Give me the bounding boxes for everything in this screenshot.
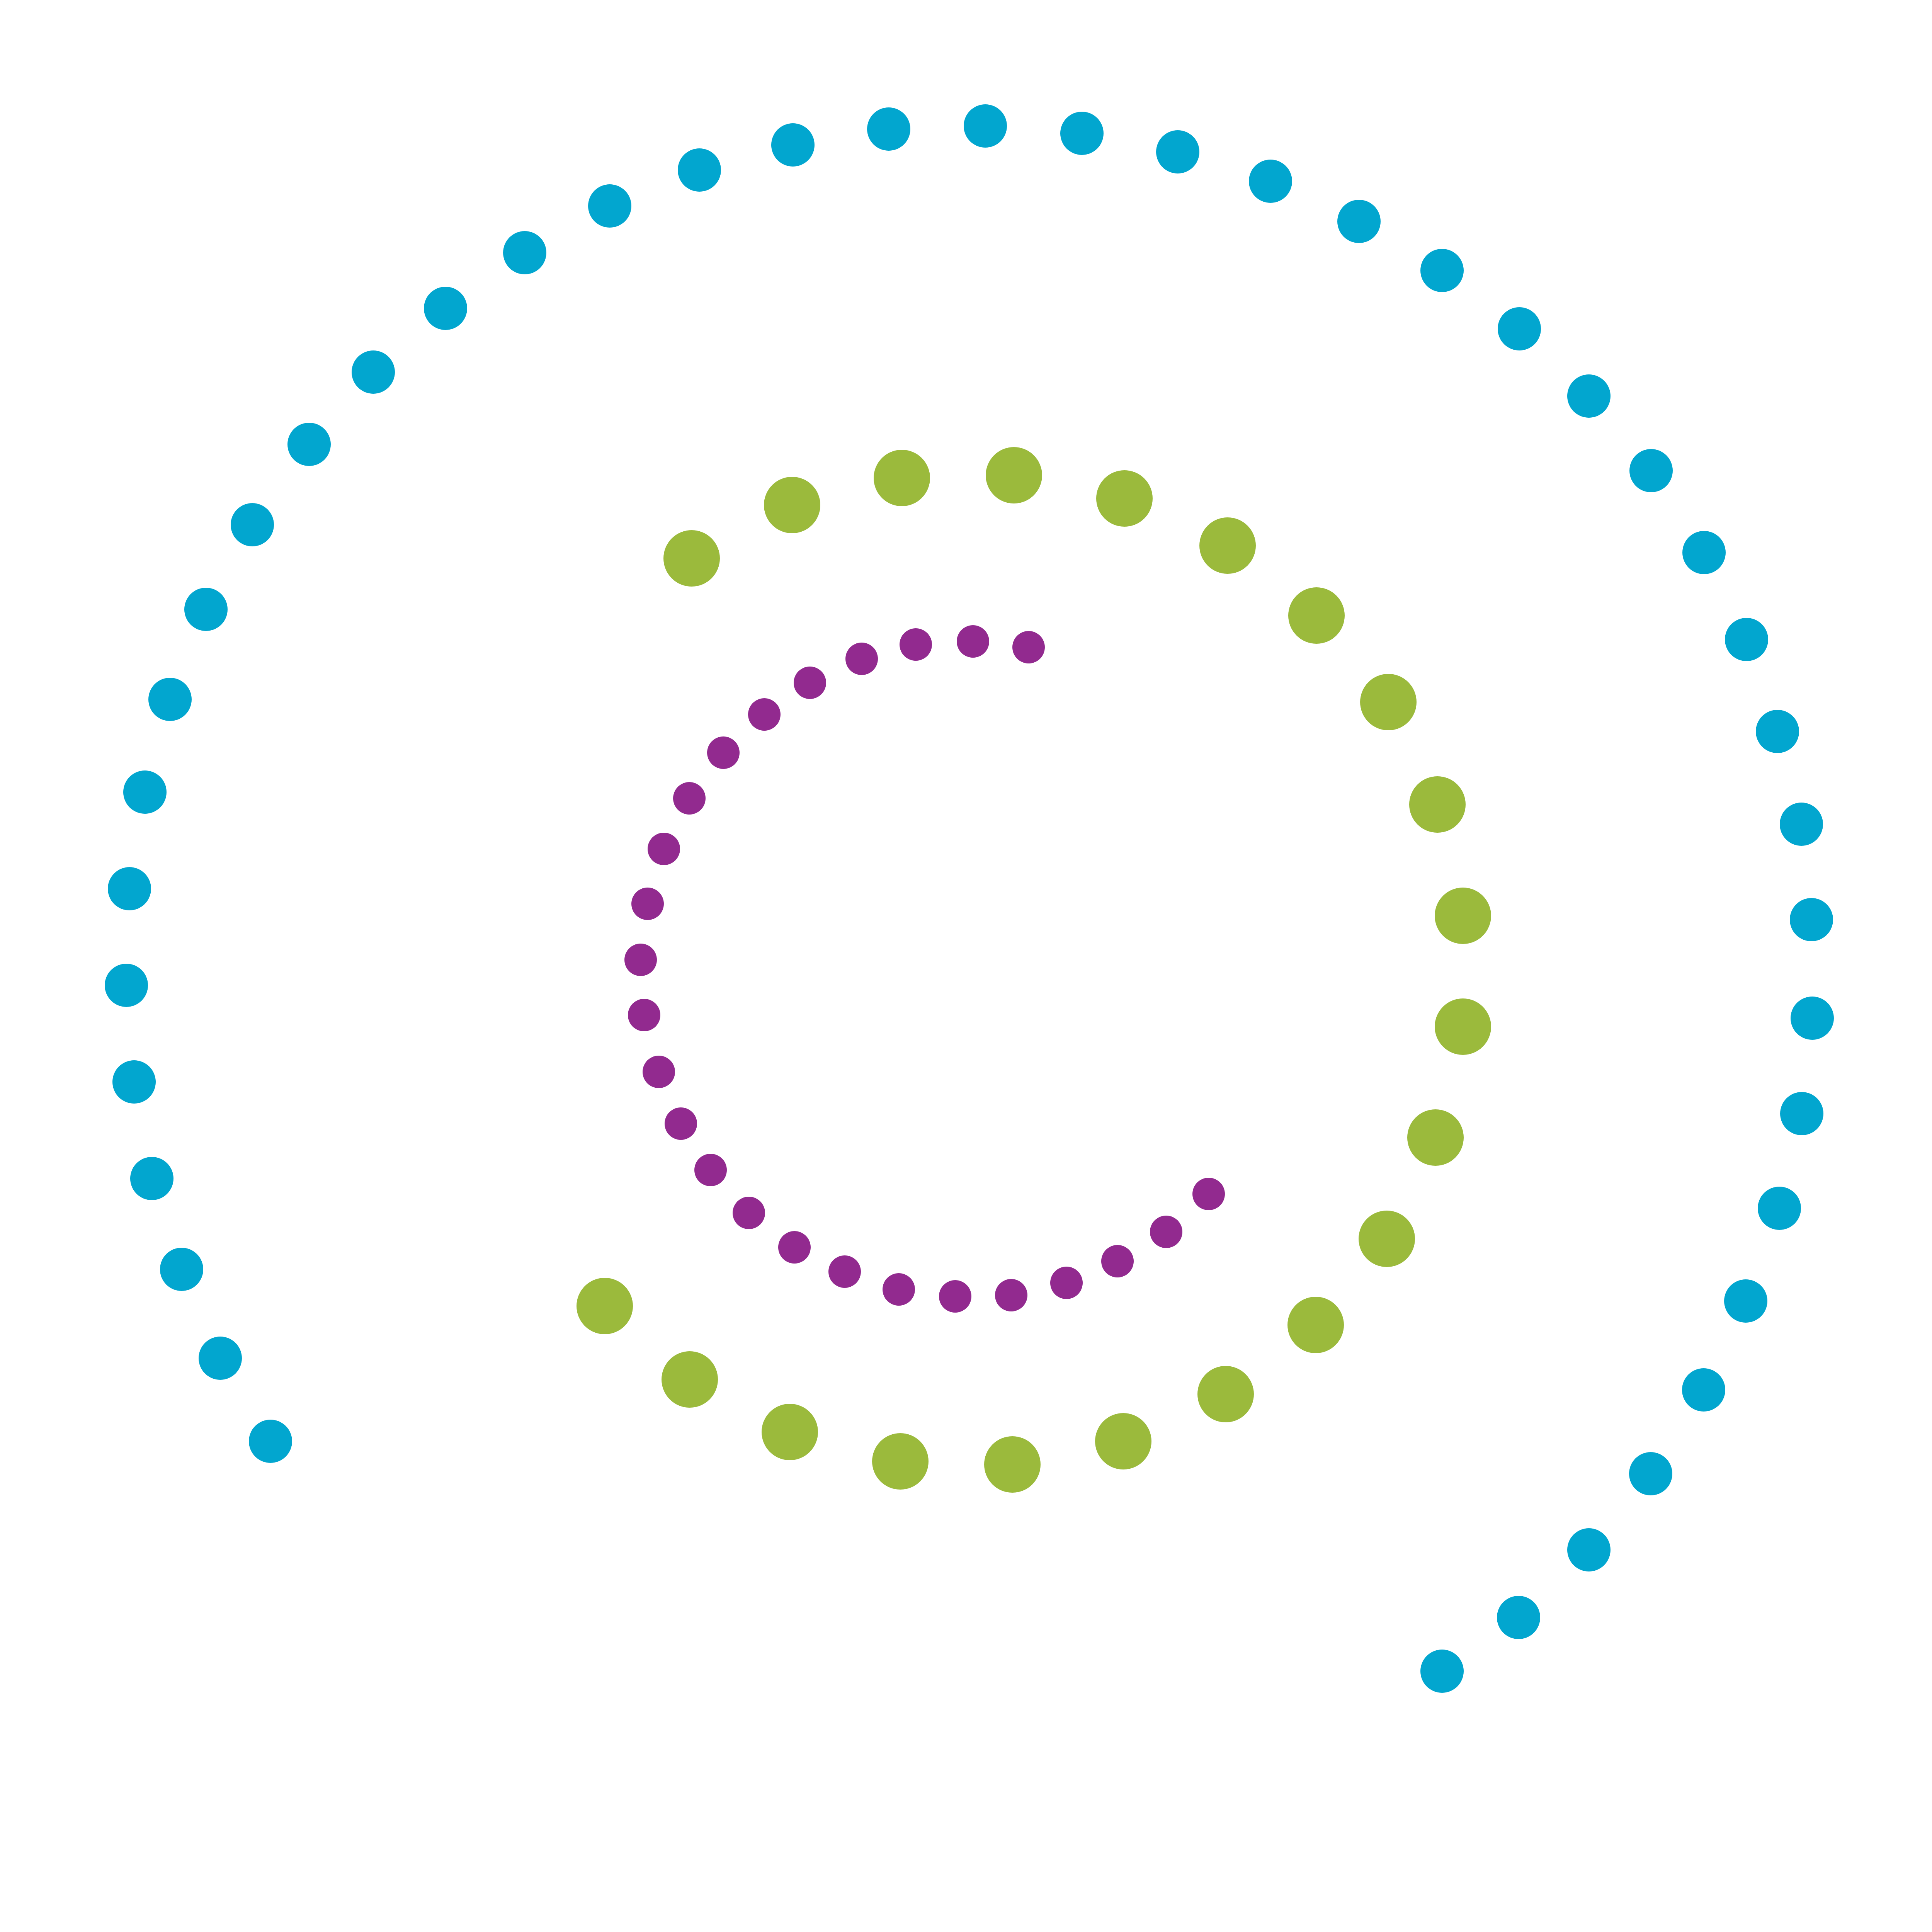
outer-dot	[1567, 374, 1611, 418]
middle-dot	[1409, 776, 1466, 833]
inner-dot	[643, 1056, 675, 1088]
inner-dot	[883, 1273, 915, 1306]
outer-dot	[1060, 112, 1104, 155]
inner-dot	[845, 643, 878, 675]
outer-dot	[160, 1248, 203, 1291]
outer-dot	[1682, 531, 1726, 574]
outer-dot	[1420, 1650, 1464, 1693]
outer-dot	[867, 107, 910, 151]
middle-dot	[1096, 470, 1153, 527]
outer-dot	[1756, 710, 1799, 753]
middle-dot	[1197, 1366, 1254, 1422]
inner-dot	[778, 1231, 811, 1264]
inner-dot	[1050, 1267, 1083, 1299]
outer-dot	[184, 588, 228, 631]
outer-dot	[1420, 249, 1464, 292]
middle-dot	[984, 1436, 1041, 1493]
inner-dot	[673, 782, 706, 815]
outer-dot	[231, 503, 274, 546]
middle-dotted-arc	[577, 447, 1491, 1493]
middle-dot	[1435, 888, 1491, 944]
middle-dot	[762, 1404, 818, 1460]
outer-dot	[1629, 449, 1673, 492]
middle-dot	[1095, 1413, 1151, 1469]
middle-dot	[872, 1433, 929, 1490]
outer-dot	[964, 104, 1007, 148]
middle-dot	[1435, 998, 1491, 1055]
middle-dot	[986, 447, 1042, 503]
outer-dot	[199, 1337, 242, 1380]
inner-dot	[995, 1279, 1027, 1311]
outer-dot	[1497, 1596, 1540, 1639]
inner-dot	[733, 1197, 765, 1229]
inner-dot	[694, 1154, 727, 1186]
outer-dot	[123, 770, 167, 814]
inner-dot	[900, 628, 932, 661]
outer-dot	[249, 1420, 292, 1463]
inner-dot	[1150, 1216, 1182, 1248]
outer-dot	[148, 678, 192, 721]
inner-dot	[957, 625, 989, 658]
outer-dot	[105, 964, 148, 1007]
outer-dot	[771, 123, 815, 167]
outer-dot	[1629, 1452, 1672, 1495]
outer-dot	[1337, 200, 1381, 243]
inner-dot	[1101, 1245, 1134, 1277]
outer-dot	[424, 287, 467, 330]
outer-dot	[1780, 1092, 1823, 1135]
outer-dot	[588, 184, 631, 228]
middle-dot	[662, 1351, 718, 1408]
middle-dot	[1407, 1109, 1464, 1166]
middle-dot	[1359, 1211, 1415, 1267]
middle-dot	[1287, 1297, 1344, 1353]
middle-dot	[577, 1278, 633, 1334]
inner-dot	[1012, 631, 1045, 663]
middle-dot	[663, 530, 720, 587]
outer-dot	[1567, 1528, 1611, 1571]
middle-dot	[1288, 587, 1345, 644]
outer-dot	[503, 231, 546, 274]
outer-dot	[108, 867, 151, 910]
middle-dot	[1199, 517, 1256, 574]
outer-dot	[678, 148, 721, 192]
inner-dot	[628, 999, 660, 1031]
inner-dot	[1192, 1178, 1225, 1210]
inner-dot	[624, 944, 657, 976]
inner-dot	[665, 1107, 697, 1140]
inner-dotted-arc	[624, 625, 1225, 1313]
inner-dot	[707, 736, 740, 769]
inner-dot	[748, 698, 781, 731]
outer-dot	[1758, 1187, 1801, 1230]
outer-dot	[1725, 618, 1768, 661]
outer-dot	[352, 350, 395, 394]
outer-dot	[1498, 307, 1541, 350]
outer-dot	[1790, 898, 1833, 941]
outer-dot	[130, 1157, 173, 1200]
inner-dot	[794, 667, 826, 699]
outer-dotted-arc	[105, 104, 1834, 1693]
inner-dot	[631, 888, 664, 920]
outer-dot	[112, 1060, 156, 1104]
outer-dot	[1791, 997, 1834, 1040]
middle-dot	[764, 477, 820, 533]
inner-dot	[648, 833, 680, 865]
outer-dot	[1682, 1368, 1725, 1412]
middle-dot	[874, 450, 930, 506]
inner-dot	[828, 1255, 861, 1288]
outer-dot	[1780, 803, 1823, 846]
middle-dot	[1360, 674, 1417, 730]
outer-dot	[1249, 160, 1292, 203]
outer-dot	[1156, 130, 1199, 173]
outer-dot	[1724, 1279, 1767, 1323]
inner-dot	[939, 1280, 971, 1313]
outer-dot	[287, 423, 331, 466]
